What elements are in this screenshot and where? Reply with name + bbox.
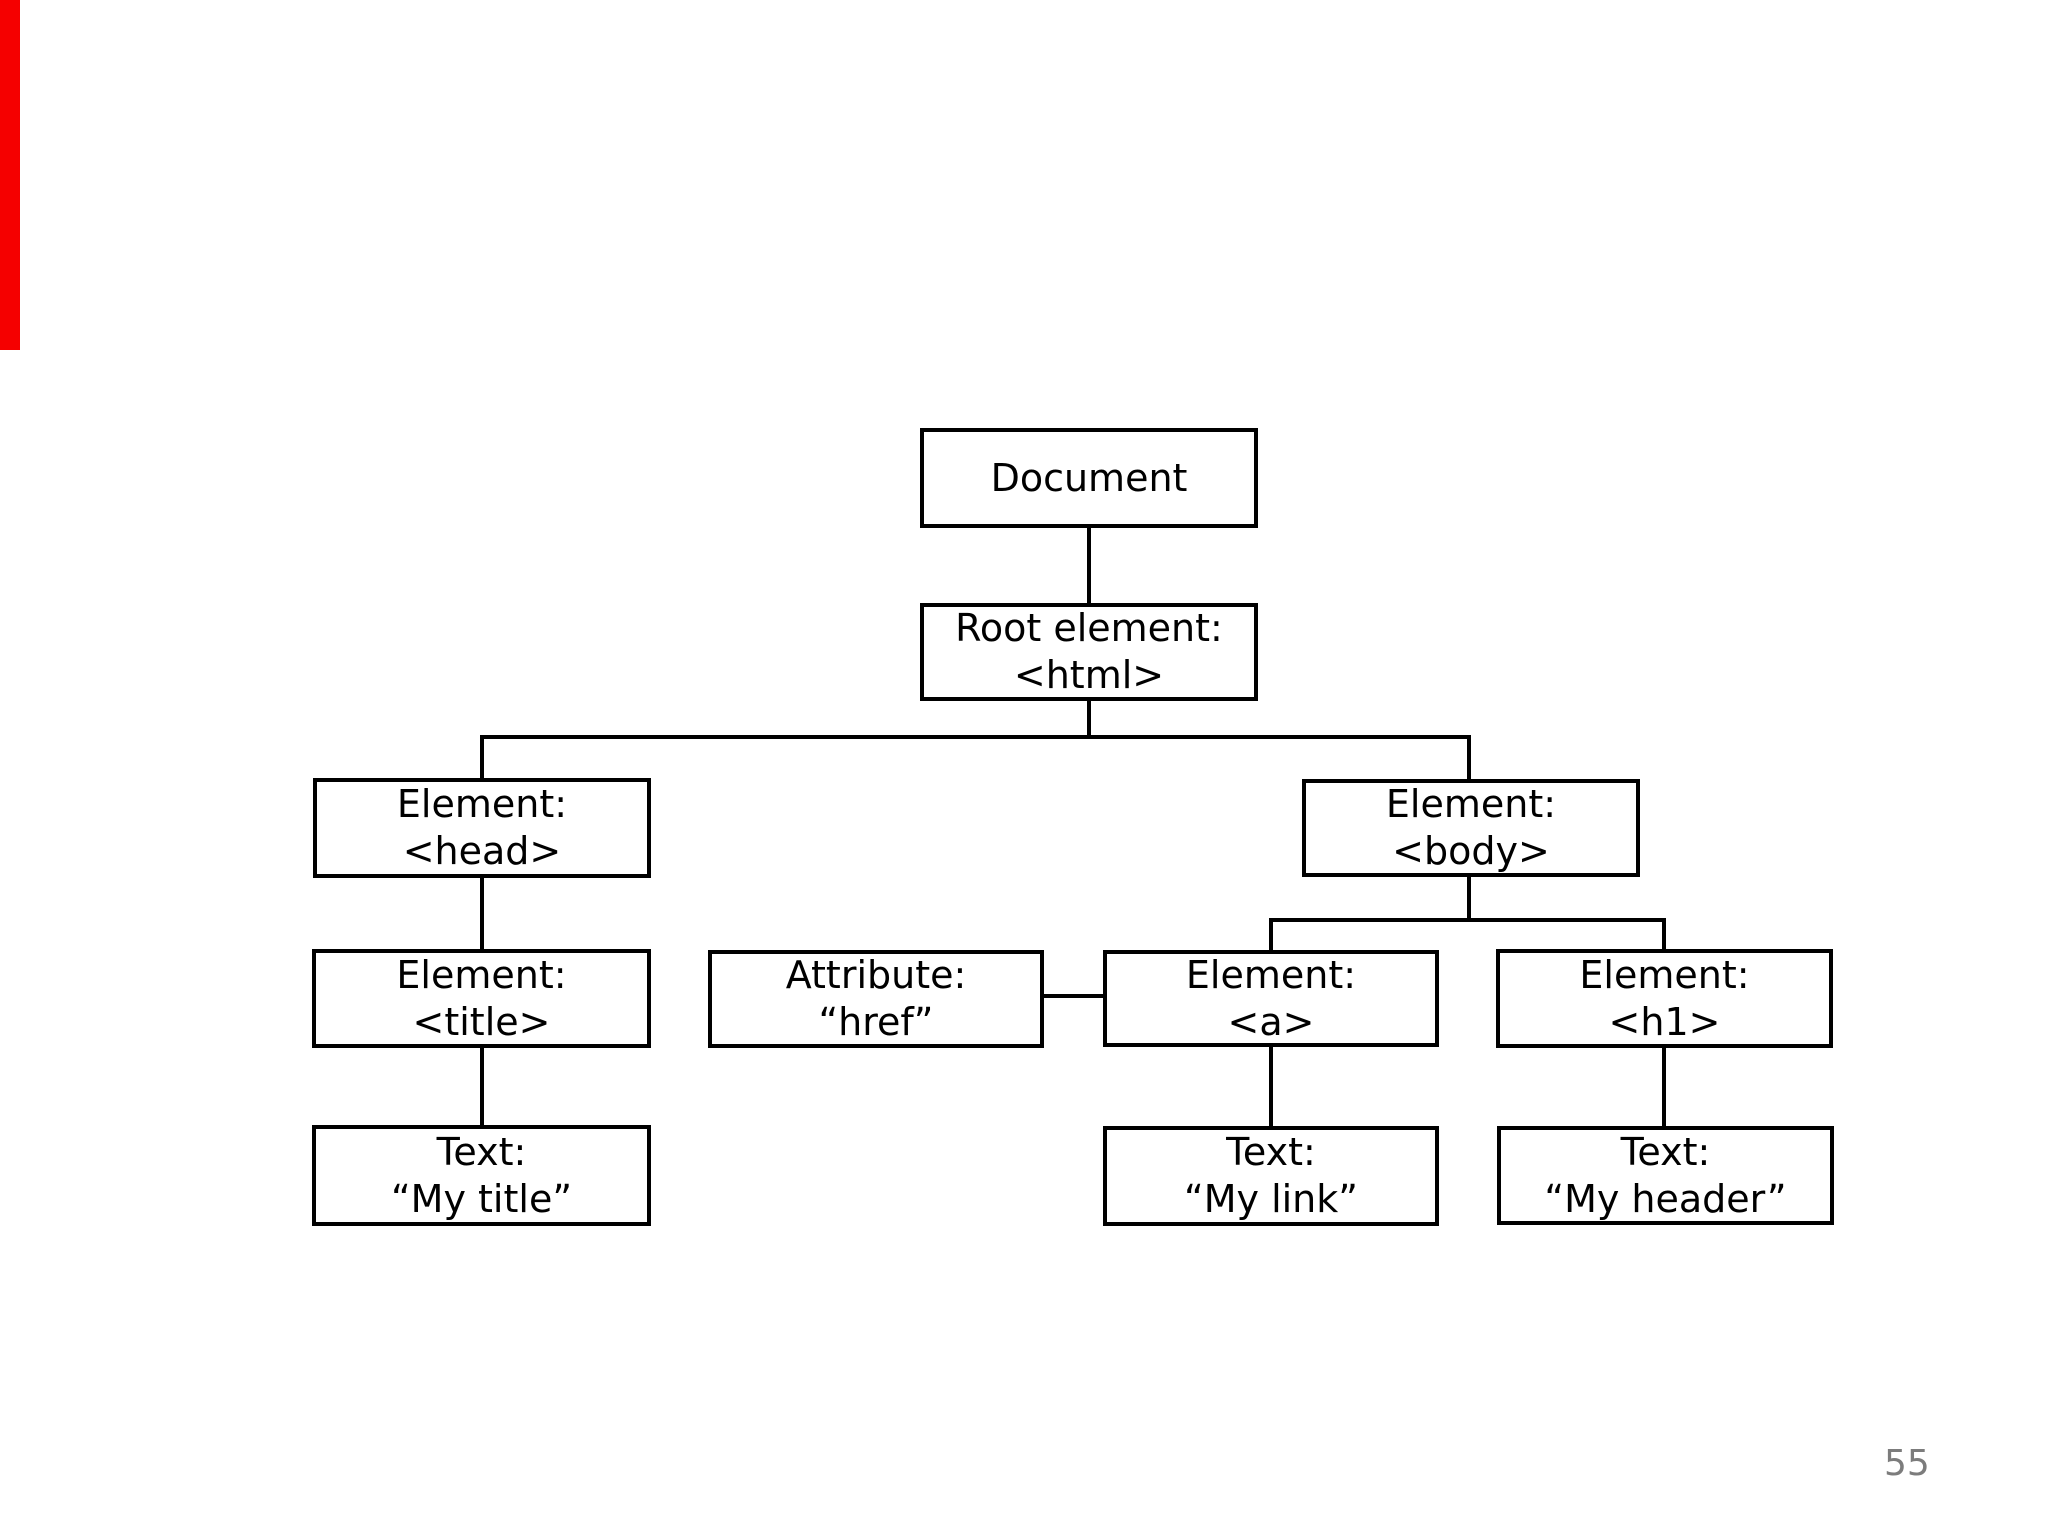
node-text-header-line2: “My header” xyxy=(1544,1176,1787,1221)
node-body-label-line2: <body> xyxy=(1392,829,1550,873)
node-a-label-line2: <a> xyxy=(1227,999,1315,1044)
edge-a-drop xyxy=(1269,918,1273,954)
node-text-my-title: Text: “My title” xyxy=(312,1125,651,1226)
edge-title-mytitle xyxy=(480,1044,484,1129)
edge-a-mylink xyxy=(1269,1043,1273,1130)
node-element-body: Element: <body> xyxy=(1302,779,1640,877)
edge-root-stem xyxy=(1087,700,1091,735)
edge-body-drop xyxy=(1467,735,1471,783)
node-element-head: Element: <head> xyxy=(313,778,651,878)
edge-h1-myheader xyxy=(1662,1044,1666,1130)
edge-body-stem xyxy=(1467,873,1471,922)
node-root-element-html: Root element: <html> xyxy=(920,603,1258,701)
node-href-label-line1: Attribute: xyxy=(785,953,967,997)
node-title-label-line1: Element: xyxy=(396,952,567,997)
node-element-title: Element: <title> xyxy=(312,949,651,1048)
node-a-label-line1: Element: xyxy=(1185,952,1357,997)
node-root-label-line1: Root element: xyxy=(955,606,1223,650)
node-document-label: Document xyxy=(990,455,1188,500)
node-title-label-line2: <title> xyxy=(412,999,551,1044)
edge-h1-drop xyxy=(1662,918,1666,953)
node-h1-label-line2: <h1> xyxy=(1608,999,1721,1044)
edge-branch-body xyxy=(1269,918,1666,922)
edge-branch-top xyxy=(480,735,1471,739)
edge-href-a xyxy=(1040,994,1107,998)
node-text-link-line1: Text: xyxy=(1226,1130,1316,1174)
node-text-my-header: Text: “My header” xyxy=(1497,1126,1834,1225)
node-text-link-line2: “My link” xyxy=(1184,1177,1358,1221)
node-body-label-line1: Element: xyxy=(1385,782,1557,826)
node-element-h1: Element: <h1> xyxy=(1496,949,1833,1048)
node-root-label-line2: <html> xyxy=(1013,653,1165,697)
page-number: 55 xyxy=(1884,1443,1930,1484)
node-text-title-line2: “My title” xyxy=(390,1176,573,1221)
edge-head-title xyxy=(480,874,484,953)
node-text-title-line1: Text: xyxy=(436,1129,527,1174)
node-head-label-line1: Element: xyxy=(396,782,568,826)
edge-document-root xyxy=(1087,527,1091,603)
node-attribute-href: Attribute: “href” xyxy=(708,950,1044,1048)
edge-head-drop xyxy=(480,735,484,782)
node-text-my-link: Text: “My link” xyxy=(1103,1126,1439,1226)
node-document: Document xyxy=(920,428,1258,528)
node-href-label-line2: “href” xyxy=(818,1000,934,1044)
node-element-a: Element: <a> xyxy=(1103,950,1439,1047)
node-text-header-line1: Text: xyxy=(1620,1129,1711,1174)
node-head-label-line2: <head> xyxy=(402,829,562,873)
red-accent-bar xyxy=(0,0,20,350)
node-h1-label-line1: Element: xyxy=(1579,952,1750,997)
